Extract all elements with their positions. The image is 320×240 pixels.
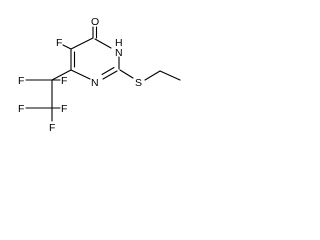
bond-c4-n3 — [94, 38, 112, 49]
cf2-fluorine-left-label: F — [18, 75, 24, 87]
cf2-fluorine-right-label: F — [61, 75, 67, 87]
cf3-fluorine-bottom-label: F — [49, 122, 55, 134]
bond-c2-n1-double — [101, 66, 115, 76]
bond-n1-c6 — [70, 69, 91, 80]
bond-c2-n1 — [102, 70, 118, 80]
bond-c5-f — [62, 44, 72, 50]
nh-nitrogen-label: N — [115, 47, 123, 59]
ring-fluorine-label: F — [56, 37, 62, 49]
chemical-structure: O N H N S F F F F F F — [18, 16, 181, 134]
nh-hydrogen-label: H — [115, 37, 123, 49]
bond-c5-c4 — [70, 37, 94, 50]
ring-nitrogen-label: N — [91, 77, 99, 89]
bond-lines — [25, 26, 181, 122]
bond-s-ch2 — [144, 70, 161, 81]
sulfur-label: S — [135, 77, 142, 89]
bond-c6-cf2 — [51, 69, 72, 81]
cf3-fluorine-right-label: F — [61, 103, 67, 115]
atom-labels: O N H N S F F F F F F — [18, 16, 142, 134]
cf3-fluorine-left-label: F — [18, 103, 24, 115]
bond-c2-s — [119, 69, 134, 79]
bond-ch2-ch3 — [159, 70, 181, 81]
oxygen-label: O — [91, 16, 99, 28]
